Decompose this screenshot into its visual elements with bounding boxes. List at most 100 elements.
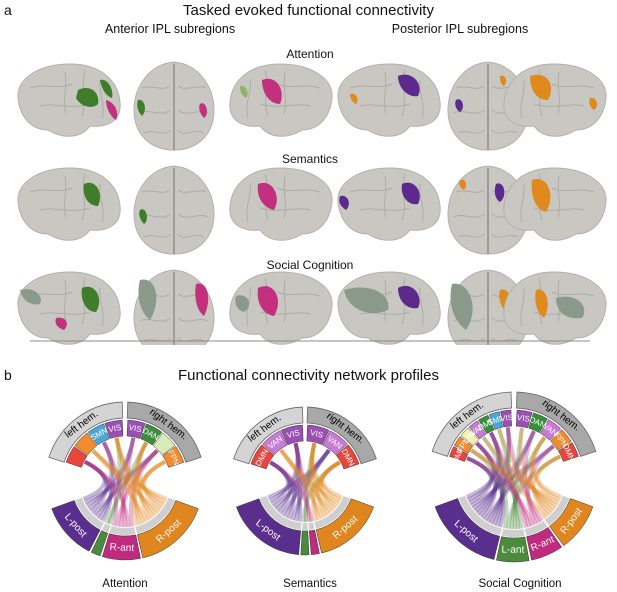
chord-ribbon (274, 442, 300, 512)
chord-ribbon (115, 449, 159, 527)
seed-inner-band (109, 526, 136, 535)
seed-inner-band (308, 522, 315, 530)
seed-label: R-ant (109, 542, 134, 554)
brain-semantics-anterior (17, 165, 333, 255)
chord-ribbon (489, 431, 529, 528)
network-segment (306, 424, 330, 446)
chord-ribbon (91, 449, 150, 523)
seed-inner-band (314, 496, 351, 529)
chord-ribbon (283, 442, 301, 518)
network-segment (528, 412, 548, 434)
chord-ribbon (475, 441, 505, 527)
seed-label: L-ant (501, 544, 524, 555)
chord-ribbon (523, 430, 541, 524)
network-segment (152, 432, 176, 456)
chord-ribbon (471, 430, 536, 511)
chord-ribbon (481, 436, 524, 529)
network-segment (558, 442, 579, 462)
network-label: VIS (108, 423, 122, 434)
seed-segment (434, 498, 500, 560)
chord-ribbon (91, 449, 161, 514)
network-segment (322, 430, 348, 455)
seed-segment (315, 498, 374, 554)
panel-a-title: Tasked evoked functional connectivity (183, 2, 434, 19)
chord-ribbon (316, 460, 341, 518)
brain-attention-anterior (17, 61, 333, 151)
brain-social-anterior (17, 269, 333, 345)
chord-ribbon (531, 454, 562, 518)
chord-ribbon (470, 448, 509, 529)
chord-ribbon (83, 459, 113, 523)
row-label-semantics: Semantics (281, 152, 339, 166)
chord-ribbon (518, 427, 555, 513)
seed-segment (90, 530, 109, 557)
chord-ribbon (84, 449, 159, 505)
chord-ribbon (497, 428, 521, 529)
chord-ribbon (279, 448, 340, 506)
seed-segment (526, 527, 563, 561)
seed-inner-band (524, 520, 548, 536)
chord-ribbon (269, 460, 296, 520)
network-label: VIS (500, 413, 514, 424)
chord-ribbon (497, 428, 557, 511)
anterior-heading: Anterior IPL subregions (104, 22, 236, 36)
chord-ribbon (535, 454, 562, 502)
seed-segment (236, 498, 301, 555)
network-segment (162, 446, 185, 468)
chord-ribbon (272, 448, 331, 509)
seed-inner-band (259, 496, 302, 530)
chord-ribbon (466, 456, 494, 505)
network-segment (65, 446, 88, 468)
seed-segment (496, 536, 530, 563)
network-segment (500, 409, 512, 428)
chord-ribbon (309, 442, 331, 516)
seed-segment (300, 530, 310, 556)
chord-ribbon (97, 441, 116, 521)
chord-ribbon (470, 448, 548, 520)
network-segment (449, 446, 469, 462)
network-segment (280, 424, 304, 446)
chord-ribbon (132, 459, 167, 526)
panel-letter-a: a (4, 2, 12, 18)
network-label: VIS (128, 423, 142, 434)
chord-ribbon (473, 427, 511, 513)
chord-ribbon (280, 448, 331, 516)
network-segment (87, 423, 110, 446)
row-label-social: Social Cognition (266, 258, 354, 272)
chord-ribbon (83, 459, 109, 514)
chord-ribbon (466, 456, 498, 520)
row-label-attention: Attention (286, 47, 334, 61)
hem-band-right (516, 391, 597, 457)
chord-ribbon (268, 442, 300, 503)
chord-ribbon (85, 437, 136, 508)
hem-band-left (48, 401, 124, 463)
chord-ribbon (135, 441, 156, 519)
chord-ribbon (476, 431, 502, 516)
chord-ribbon (308, 442, 322, 521)
chord-ribbon (509, 436, 547, 530)
chord-ribbon (505, 427, 544, 522)
chord-ribbon (475, 441, 532, 528)
chord-ribbon (128, 449, 159, 527)
chord-ribbon (132, 441, 149, 525)
network-segment (140, 423, 163, 446)
chord-ribbon (82, 459, 107, 501)
seed-inner-band (458, 495, 502, 536)
chord-ribbon (470, 448, 560, 505)
chord-ribbon (269, 460, 290, 506)
chord-ribbon (512, 427, 524, 530)
seed-inner-band (544, 495, 570, 526)
chord-ribbon (114, 437, 158, 516)
chord-ribbon (107, 437, 122, 525)
brain-attention-posterior (337, 61, 607, 151)
brain-semantics-posterior (337, 165, 607, 255)
chord-ribbon (269, 460, 303, 522)
seed-inner-band (75, 497, 104, 530)
chord-ribbon (279, 448, 334, 514)
hem-band-right (306, 406, 377, 465)
seed-segment (102, 533, 141, 561)
chord-ribbon (138, 459, 167, 521)
chord-ribbon (475, 441, 499, 518)
chord-ribbon (310, 442, 338, 509)
hem-band-right (126, 401, 202, 463)
